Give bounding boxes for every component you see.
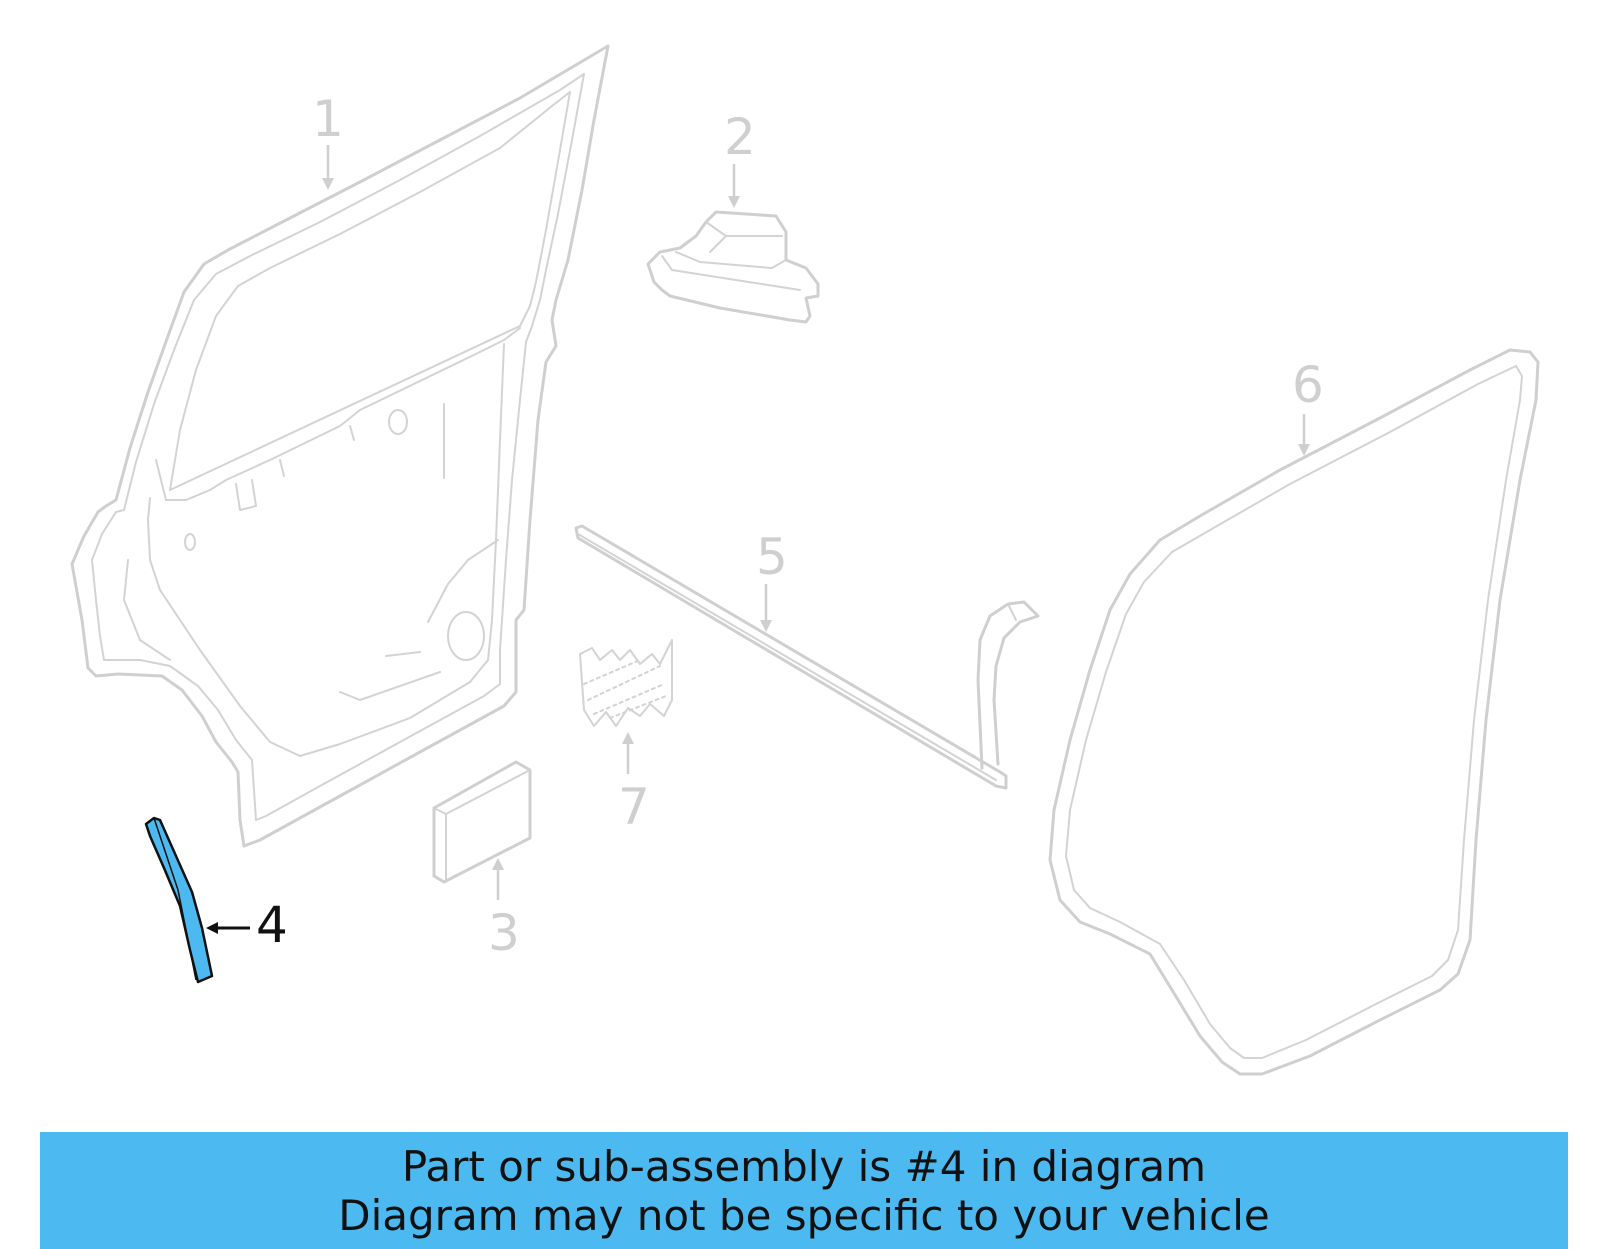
part-6-weatherstrip[interactable] (1048, 348, 1540, 1076)
callout-3: 3 (488, 858, 520, 962)
banner-line-1: Part or sub-assembly is #4 in diagram (401, 1141, 1207, 1191)
callout-label-6: 6 (1292, 356, 1324, 414)
callout-label-2: 2 (724, 108, 756, 166)
callout-7: 7 (618, 732, 650, 836)
part-3-pad[interactable] (432, 760, 532, 884)
callout-6: 6 (1292, 356, 1324, 456)
callout-label-3: 3 (488, 904, 520, 962)
callout-4: 4 (206, 896, 288, 954)
part-5-belt-molding[interactable] (574, 524, 1040, 790)
part-7-foam-pad[interactable] (579, 639, 673, 727)
callout-label-5: 5 (756, 528, 788, 586)
banner-line-2: Diagram may not be specific to your vehi… (338, 1190, 1270, 1240)
callout-1: 1 (312, 90, 344, 190)
callout-5: 5 (756, 528, 788, 632)
callout-label-4: 4 (256, 896, 288, 954)
part-1-door-shell[interactable] (70, 44, 610, 848)
callout-2: 2 (724, 108, 756, 208)
callout-label-7: 7 (618, 778, 650, 836)
part-4-seal-strip[interactable] (144, 816, 214, 984)
info-banner: Part or sub-assembly is #4 in diagram Di… (40, 1132, 1568, 1249)
callout-label-1: 1 (312, 90, 344, 148)
part-2-door-handle[interactable] (646, 210, 820, 324)
